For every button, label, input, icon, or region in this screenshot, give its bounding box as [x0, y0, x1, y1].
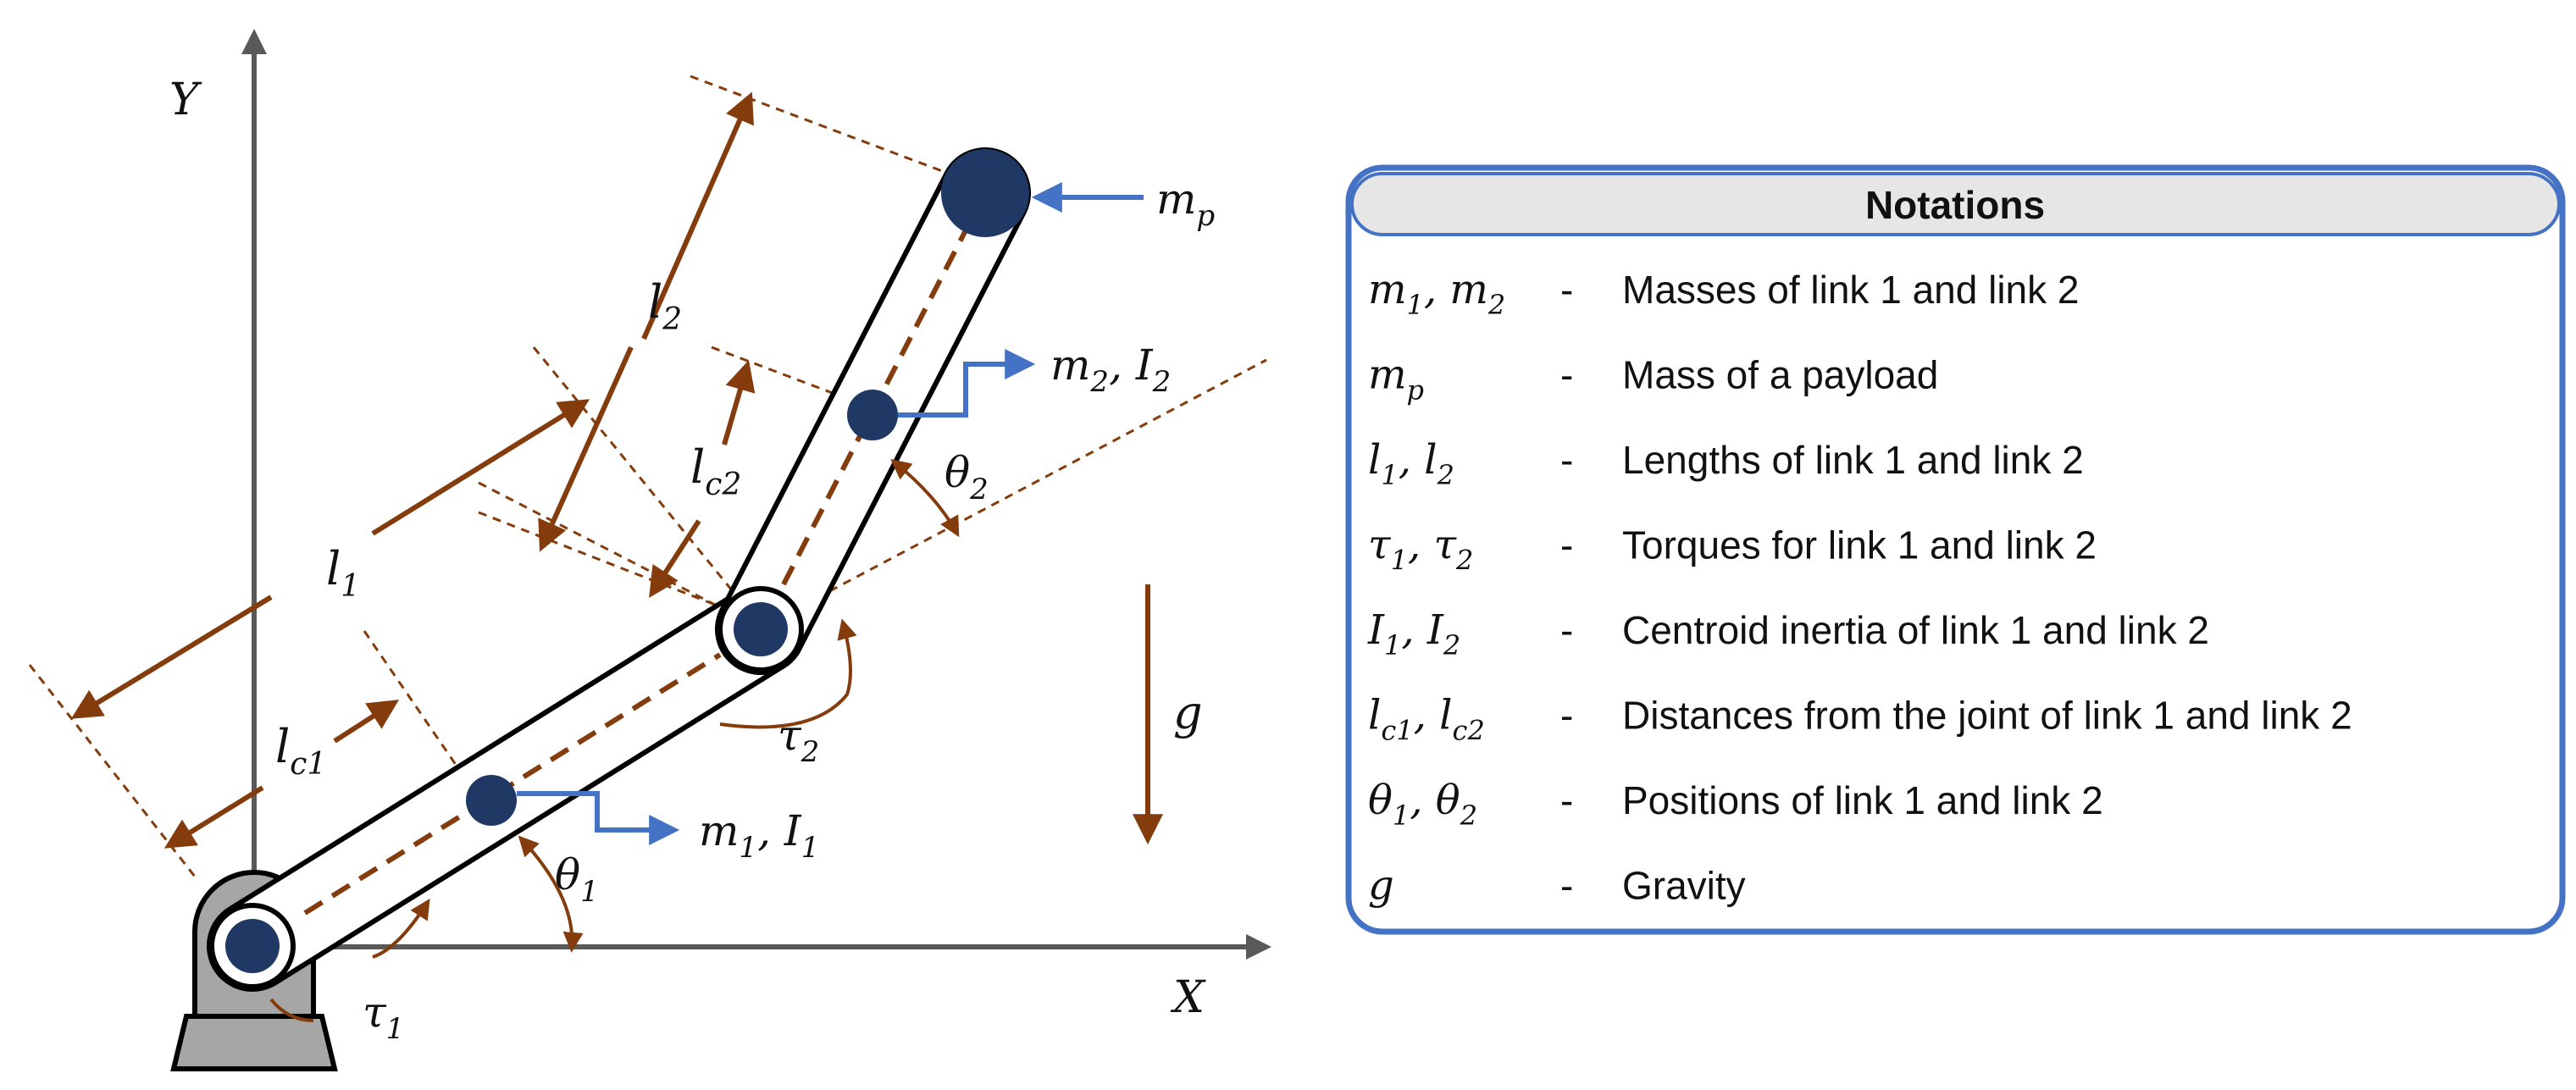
label-tau1: τ1 — [363, 988, 404, 1046]
notation-description: Torques for link 1 and link 2 — [1622, 523, 2097, 567]
label-lc2: lc2 — [690, 440, 741, 502]
dimension-arrows — [70, 91, 1163, 849]
lc2-arrow-upper — [722, 360, 756, 445]
lc1-arrow-upper — [333, 700, 400, 744]
label-mp: mp — [1156, 174, 1215, 233]
tau1-hook — [269, 998, 314, 1022]
theta2-arc — [890, 459, 960, 538]
l1-end-tick-top — [478, 481, 742, 620]
notation-symbol: I1, I2 — [1367, 606, 1460, 661]
notation-rows: m1, m2 - Masses of link 1 and link 2 mp - Mas… — [1367, 266, 2352, 910]
notation-symbol: mp — [1368, 351, 1424, 407]
notation-symbol: τ1, τ2 — [1368, 522, 1473, 577]
notation-row: mp - Mass of a payload — [1368, 351, 1938, 407]
notation-row: g - Gravity — [1368, 862, 1746, 910]
link2-extension-line — [762, 358, 1267, 628]
tau1-arc — [372, 898, 430, 959]
label-m2-I2: m2, I2 — [1050, 340, 1171, 399]
notation-row: l1, l2 - Lengths of link 1 and link 2 — [1368, 436, 2084, 491]
y-axis-label: Y — [169, 75, 202, 125]
label-g: g — [1173, 686, 1203, 739]
notation-description: Masses of link 1 and link 2 — [1622, 268, 2080, 312]
notation-row: τ1, τ2 - Torques for link 1 and link 2 — [1368, 522, 2097, 577]
lc1-tick — [363, 630, 476, 793]
notation-description: Gravity — [1622, 864, 1746, 908]
m1-pointer — [517, 791, 680, 845]
notation-dash: - — [1560, 864, 1573, 908]
x-axis-label: X — [1170, 972, 1206, 1023]
notation-dash: - — [1560, 353, 1573, 397]
m2-pointer — [898, 349, 1036, 418]
notation-symbol: lc1, lc2 — [1368, 692, 1485, 747]
l1-arrow-upper — [371, 399, 590, 536]
notation-symbol: m1, m2 — [1368, 266, 1505, 321]
l2-arrow-upper — [641, 91, 754, 340]
diagram-labels: l1 lc1 l2 lc2 θ1 θ2 τ1 τ2 g mp m1, I1 m2… — [275, 174, 1215, 1046]
label-tau2: τ2 — [778, 711, 819, 769]
link1-centerline — [303, 652, 722, 916]
notation-description: Positions of link 1 and link 2 — [1622, 778, 2103, 822]
mass-pointers — [517, 182, 1144, 845]
table-title: Notations — [1865, 183, 2045, 227]
lc2-tick-bottom — [478, 511, 746, 618]
notation-description: Distances from the joint of link 1 and l… — [1622, 694, 2352, 738]
label-m1-I1: m1, I1 — [699, 806, 819, 865]
notation-dash: - — [1560, 438, 1573, 482]
notation-symbol: l1, l2 — [1368, 436, 1454, 491]
label-l2: l2 — [648, 275, 682, 337]
notation-description: Lengths of link 1 and link 2 — [1622, 438, 2084, 482]
payload-mass — [941, 149, 1029, 237]
notation-row: lc1, lc2 - Distances from the joint of lin… — [1368, 692, 2352, 747]
notation-dash: - — [1560, 694, 1573, 738]
label-lc1: lc1 — [275, 720, 326, 782]
label-theta1: θ1 — [555, 850, 599, 909]
table-frame — [1345, 164, 2566, 935]
notations-table: Notations m1, m2 - Masses of link 1 and li… — [1345, 164, 2566, 935]
l2-arrow-lower — [538, 346, 634, 552]
table-header — [1350, 172, 2561, 236]
notation-dash: - — [1560, 778, 1573, 822]
notation-row: m1, m2 - Masses of link 1 and link 2 — [1368, 266, 2080, 321]
notation-symbol: g — [1368, 862, 1394, 910]
mass-1-dot — [466, 775, 517, 826]
notation-description: Mass of a payload — [1622, 353, 1938, 397]
lc1-arrow-lower — [163, 785, 264, 849]
coordinate-axes: Y X — [169, 29, 1271, 1023]
notation-dash: - — [1560, 523, 1573, 567]
joint-1 — [209, 903, 296, 989]
l2-tick-bottom — [532, 346, 760, 623]
joint-2 — [717, 586, 804, 672]
lc2-arrow-lower — [649, 519, 701, 599]
notation-dash: - — [1560, 268, 1573, 312]
notation-dash: - — [1560, 608, 1573, 652]
angle-arcs — [269, 459, 960, 1022]
notation-row: θ1, θ2 - Positions of link 1 and link 2 — [1368, 777, 2103, 832]
theta1-arc — [518, 835, 584, 953]
l1-arrow-lower — [70, 595, 273, 719]
tau2-arc — [719, 618, 857, 729]
notation-description: Centroid inertia of link 1 and link 2 — [1622, 608, 2209, 652]
label-l1: l1 — [326, 542, 360, 604]
label-theta2: θ2 — [945, 448, 989, 506]
notation-row: I1, I2 - Centroid inertia of link 1 and li… — [1367, 606, 2209, 661]
mass-2-dot — [847, 390, 898, 440]
base-foot — [170, 1014, 338, 1071]
notation-symbol: θ1, θ2 — [1368, 777, 1477, 832]
